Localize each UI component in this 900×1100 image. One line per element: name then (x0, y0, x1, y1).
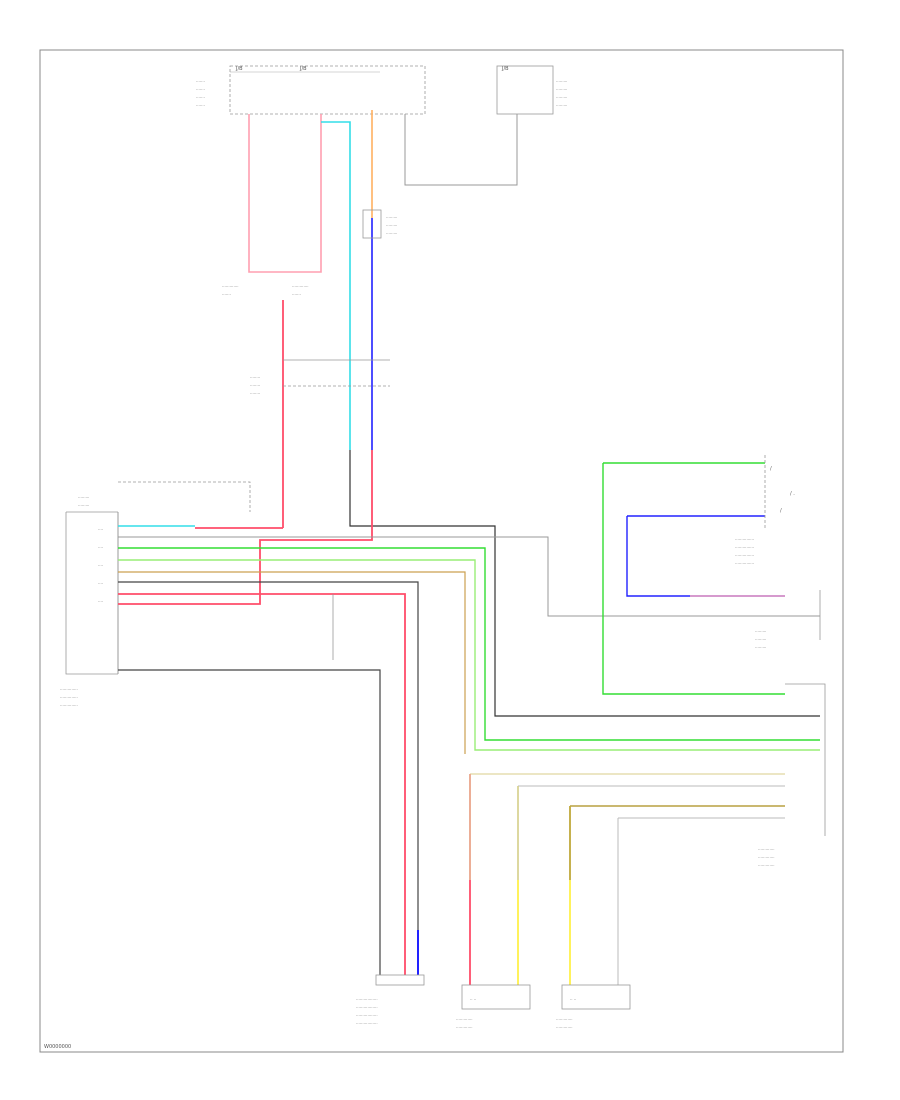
svg-text:...............: ............... (735, 544, 754, 549)
top-wiring (248, 110, 518, 528)
svg-text:....: .... (98, 562, 103, 567)
svg-text:.................: ................. (356, 1004, 378, 1009)
svg-text:.......: ....... (196, 94, 205, 99)
steering-switch-wiring (602, 462, 785, 695)
svg-text:/ .: / . (790, 491, 795, 497)
svg-text:.. ..: .. .. (570, 996, 576, 1001)
svg-text:.......: ....... (292, 291, 301, 296)
svg-text:.................: ................. (356, 996, 378, 1001)
svg-text:........: ........ (250, 374, 260, 379)
svg-text:.............: ............. (222, 283, 239, 288)
junction-connector: ........ ........ ........ (250, 359, 390, 395)
svg-text:.........: ......... (386, 230, 397, 235)
svg-text:.........: ......... (78, 502, 89, 507)
svg-text:....: .... (98, 580, 103, 585)
svg-text:........: ........ (250, 382, 260, 387)
svg-text:.........: ......... (556, 78, 567, 83)
svg-text:....: .... (98, 526, 103, 531)
steering-switch: / / . / ............... ............... … (735, 455, 795, 565)
svg-text:.............: ............. (758, 854, 775, 859)
svg-text:J/B: J/B (501, 66, 509, 72)
svg-text:.........: ......... (755, 628, 766, 633)
svg-text:.........: ......... (556, 102, 567, 107)
svg-text:.............: ............. (292, 283, 309, 288)
svg-text:.......: ....... (196, 86, 205, 91)
ecu-wiring (118, 450, 820, 975)
svg-text:........: ........ (250, 390, 260, 395)
svg-text:.................: ................. (356, 1012, 378, 1017)
svg-text:.............: ............. (758, 862, 775, 867)
svg-text:.........: ......... (556, 86, 567, 91)
svg-text:.................: ................. (356, 1020, 378, 1025)
bottom-connector: ................. ................. ....… (356, 974, 425, 1025)
svg-text:...............: ............... (735, 560, 754, 565)
svg-text:...............: ............... (735, 552, 754, 557)
bottom-sensor-1: .. .. ............. ............. (456, 984, 531, 1029)
svg-text:..............: .............. (60, 686, 78, 691)
right-multi-connector: ............. ............. ............… (758, 683, 826, 867)
bottom-sensor-2: .. .. ............. ............. (556, 984, 631, 1029)
right-connector-small: ......... ......... ......... (755, 590, 821, 649)
diagram-frame (39, 49, 844, 1053)
svg-text:.........: ......... (386, 214, 397, 219)
svg-text:.............: ............. (456, 1024, 473, 1029)
svg-text:.........: ......... (755, 636, 766, 641)
svg-text:.............: ............. (556, 1024, 573, 1029)
footer-code: W0000000 (44, 1044, 71, 1050)
svg-text:J/B: J/B (235, 66, 243, 72)
inline-connector-top: ......... ......... ......... (362, 209, 397, 239)
svg-text:.........: ......... (386, 222, 397, 227)
svg-text:.......: ....... (196, 78, 205, 83)
top-right-connector: J/B ......... ......... ......... ......… (496, 65, 567, 115)
svg-text:....: .... (98, 598, 103, 603)
svg-text:..............: .............. (60, 702, 78, 707)
svg-text:.......: ....... (222, 291, 231, 296)
svg-text:.............: ............. (456, 1016, 473, 1021)
svg-text:.. ..: .. .. (470, 996, 476, 1001)
lower-right-wiring (469, 773, 785, 985)
svg-text:/: / (780, 508, 782, 514)
svg-text:.............: ............. (758, 846, 775, 851)
top-left-connector: J/B J/B ....... ....... ....... ....... (196, 65, 426, 115)
svg-text:J/B: J/B (299, 66, 307, 72)
svg-text:.............: ............. (556, 1016, 573, 1021)
svg-text:.........: ......... (755, 644, 766, 649)
svg-text:.......: ....... (196, 102, 205, 107)
svg-text:....: .... (98, 544, 103, 549)
svg-text:.........: ......... (556, 94, 567, 99)
svg-text:..............: .............. (60, 694, 78, 699)
svg-text:.........: ......... (78, 494, 89, 499)
svg-text:/: / (770, 466, 772, 472)
main-ecu: ......... ......... .............. .....… (60, 481, 251, 707)
svg-text:...............: ............... (735, 536, 754, 541)
